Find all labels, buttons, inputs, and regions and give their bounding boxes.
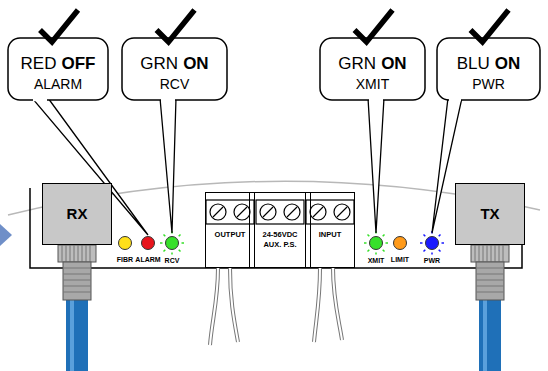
wire xyxy=(230,268,238,342)
check-mark xyxy=(471,10,509,42)
check-mark xyxy=(157,10,195,42)
tail-join xyxy=(161,99,175,102)
callout-bubble: GRNON XMIT xyxy=(320,38,425,100)
tx-connector xyxy=(471,245,509,371)
node-text: PWR xyxy=(472,76,505,92)
node-text: GRN xyxy=(140,54,178,74)
node-text: ON xyxy=(381,54,407,74)
screw-bay xyxy=(256,200,304,224)
terminal-fill xyxy=(205,192,355,268)
led-label: PWR xyxy=(424,257,440,265)
tail-join xyxy=(449,99,461,102)
port-box: RX xyxy=(42,183,112,245)
terminal-block: INPUT xyxy=(305,192,355,268)
led-fibr xyxy=(119,237,132,250)
fiber-cable xyxy=(479,298,501,371)
connector-nut xyxy=(58,245,96,262)
node-text: BLU xyxy=(457,54,490,74)
wire xyxy=(210,268,218,345)
callout-outline xyxy=(122,38,227,100)
tail-join xyxy=(369,99,383,102)
node-text: 24-56VDC AUX. P.S. xyxy=(258,230,302,250)
led-rcv xyxy=(166,237,179,250)
callout-bubble: REDOFF ALARM xyxy=(8,38,108,100)
led-glow xyxy=(364,231,388,255)
led-label: RCV xyxy=(165,257,180,265)
connector-nut xyxy=(471,245,509,262)
connector-ribs xyxy=(62,245,90,262)
boot-ribs xyxy=(476,268,504,292)
pointer-arrow xyxy=(0,224,12,246)
callout-outline xyxy=(437,38,540,100)
callout-heading: BLUON xyxy=(457,54,521,74)
screw-bay xyxy=(206,200,254,224)
node-text: INPUT xyxy=(319,230,342,240)
led-label: XMIT xyxy=(368,257,385,265)
screw-bay xyxy=(306,200,354,224)
wire xyxy=(333,268,342,340)
led-glow xyxy=(160,231,184,255)
wire xyxy=(210,268,218,345)
check-mark xyxy=(355,10,393,42)
node-text: RX xyxy=(67,205,88,222)
callout-shape xyxy=(320,10,425,233)
led-label: LIMIT xyxy=(391,256,409,264)
callout-outline xyxy=(320,38,425,100)
connector-boot xyxy=(63,262,91,300)
node-text: ALARM xyxy=(34,76,82,92)
fiber-cable xyxy=(66,298,88,371)
node-text: ON xyxy=(183,54,209,74)
wire xyxy=(230,268,238,342)
callout-tail xyxy=(160,98,176,233)
led-label: FIBR xyxy=(117,256,133,264)
callout-heading: GRNON xyxy=(140,54,208,74)
node-text: ON xyxy=(495,54,521,74)
node-text: TX xyxy=(480,205,499,222)
port-box: TX xyxy=(455,183,525,245)
node-text: OUTPUT xyxy=(215,230,246,240)
node-text: XMIT xyxy=(356,76,389,92)
wire xyxy=(314,268,320,342)
callout-bubble: GRNON RCV xyxy=(122,38,227,100)
callout-tail xyxy=(368,98,384,233)
rx-connector xyxy=(58,245,96,371)
callout-bubble: BLUON PWR xyxy=(437,38,540,100)
led-alarm xyxy=(142,237,155,250)
node-text: OFF xyxy=(61,54,95,74)
led-pwr xyxy=(426,237,439,250)
node-text: RED xyxy=(21,54,57,74)
check-mark xyxy=(40,10,78,42)
wire xyxy=(314,268,320,342)
tail-join xyxy=(33,99,47,102)
terminal-block: OUTPUT xyxy=(205,192,255,268)
led-limit xyxy=(394,237,407,250)
callout-heading: GRNON xyxy=(338,54,406,74)
wires xyxy=(210,268,342,345)
led-label: ALARM xyxy=(135,256,160,264)
connector-boot xyxy=(476,262,504,300)
led-xmit xyxy=(370,237,383,250)
cable-highlight xyxy=(70,298,74,371)
screws xyxy=(206,200,354,224)
cable-highlight xyxy=(483,298,487,371)
wire xyxy=(333,268,342,340)
callout-heading: REDOFF xyxy=(21,54,96,74)
led-glow xyxy=(420,231,444,255)
screw-slot xyxy=(213,207,347,217)
boot-ribs xyxy=(63,268,91,292)
node-text: GRN xyxy=(338,54,376,74)
terminal-block: 24-56VDC AUX. P.S. xyxy=(249,192,311,268)
callout-outline xyxy=(8,38,108,100)
node-text: RCV xyxy=(160,76,190,92)
connector-ribs xyxy=(475,245,503,262)
callout-shape xyxy=(122,10,227,233)
